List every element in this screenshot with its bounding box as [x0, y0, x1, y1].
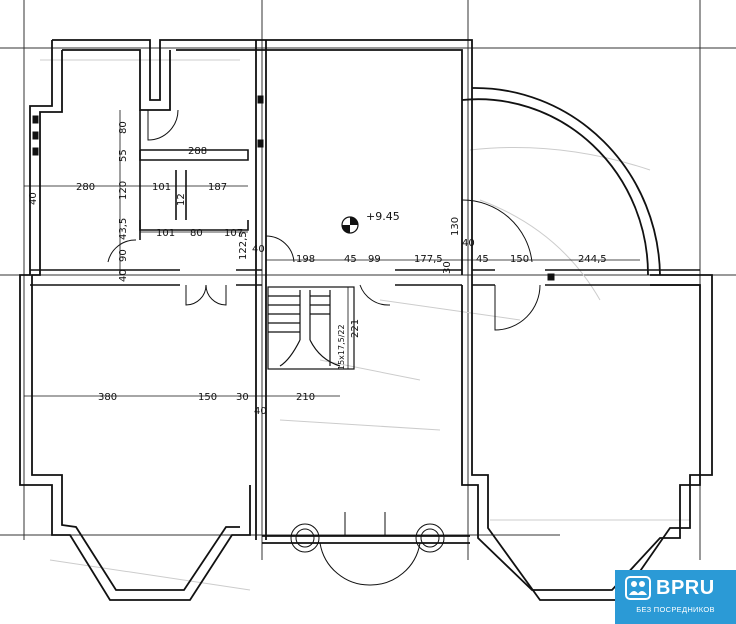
dim-150: 150 [198, 392, 217, 403]
dim-40-left: 40 [28, 192, 39, 205]
staircase [267, 286, 355, 370]
dim-122-5: 122,5 [238, 231, 249, 260]
level-marker-icon [341, 216, 359, 234]
dim-45-b: 45 [476, 254, 489, 265]
dim-101-b: 101 [156, 228, 175, 239]
badge-tagline: БЕЗ ПОСРЕДНИКОВ [636, 605, 715, 614]
dim-130: 130 [450, 217, 461, 236]
dim-80-v: 80 [118, 121, 129, 134]
dim-198: 198 [296, 254, 315, 265]
dim-288: 288 [188, 146, 207, 157]
dim-43-5: 43,5 [118, 218, 129, 240]
badge-brand: BPRU [656, 577, 715, 599]
dim-30-b: 30 [236, 392, 249, 403]
dim-99: 99 [368, 254, 381, 265]
dimension-lines [24, 110, 640, 397]
dim-120: 120 [118, 181, 129, 200]
dim-107: 107 [224, 228, 243, 239]
dim-380: 380 [98, 392, 117, 403]
dim-40-bottom: 40 [254, 406, 267, 417]
dim-150-top: 150 [510, 254, 529, 265]
people-icon [625, 576, 651, 600]
dim-30: 30 [442, 261, 453, 274]
level-mark: +9.45 [366, 210, 400, 223]
dim-280: 280 [76, 182, 95, 193]
dim-244-5: 244,5 [578, 254, 607, 265]
window-marks [32, 95, 555, 281]
ghost-lines [40, 59, 690, 591]
dim-90: 90 [118, 249, 129, 262]
interior-walls [30, 110, 700, 286]
dim-stair: 15x17,5/22 [337, 324, 346, 370]
dim-12: 12 [176, 193, 187, 206]
dim-177-5: 177,5 [414, 254, 443, 265]
dim-40-mid: 40 [252, 244, 265, 255]
dim-101: 101 [152, 182, 171, 193]
dim-55: 55 [118, 149, 129, 162]
dim-210: 210 [296, 392, 315, 403]
dim-221: 221 [350, 319, 361, 338]
dim-187: 187 [208, 182, 227, 193]
dim-80-b: 80 [190, 228, 203, 239]
dim-40-v: 40 [118, 269, 129, 282]
dim-45: 45 [344, 254, 357, 265]
grid-lines [0, 0, 736, 560]
door-swings [107, 109, 541, 586]
badge-logo: BPRU [625, 576, 715, 600]
dim-40-right: 40 [462, 238, 475, 249]
bpru-badge[interactable]: BPRU БЕЗ ПОСРЕДНИКОВ [615, 570, 736, 624]
